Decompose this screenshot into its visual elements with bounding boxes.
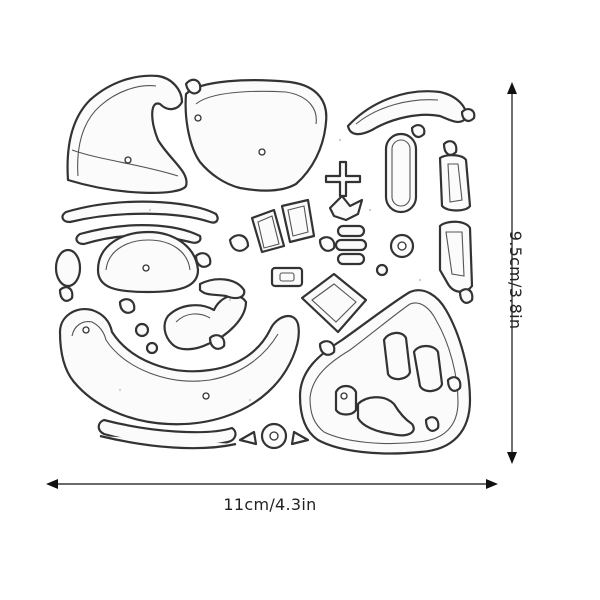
small-oval-die (54, 248, 82, 288)
tilted-square-die (300, 272, 368, 334)
button-die (375, 233, 415, 277)
small-rect-die (270, 266, 304, 288)
snowflake-die (324, 160, 364, 222)
width-label: 11cm/4.3in (223, 495, 317, 514)
leaf-dies (58, 78, 476, 432)
width-dimension-arrow (46, 479, 498, 489)
gnome-face-die (96, 230, 200, 294)
dot-die (134, 322, 150, 338)
book-pages-die (250, 198, 316, 254)
height-dimension-arrow (507, 82, 517, 464)
gnome-body-die (58, 308, 300, 450)
gnome-mustache-die (163, 278, 248, 351)
sheet-texture (118, 138, 422, 402)
stack-die (334, 224, 368, 266)
gnome-hat-die (66, 74, 188, 194)
tall-oval-die (384, 132, 418, 214)
side-panel-die (438, 154, 474, 293)
height-label: 9.5cm/3.8in (506, 230, 525, 330)
gnome-house-die (298, 289, 472, 455)
candy-die (238, 422, 310, 450)
gnome-beard-die (184, 79, 328, 192)
hat-top-die (346, 90, 468, 136)
dot-die-2 (145, 341, 159, 355)
